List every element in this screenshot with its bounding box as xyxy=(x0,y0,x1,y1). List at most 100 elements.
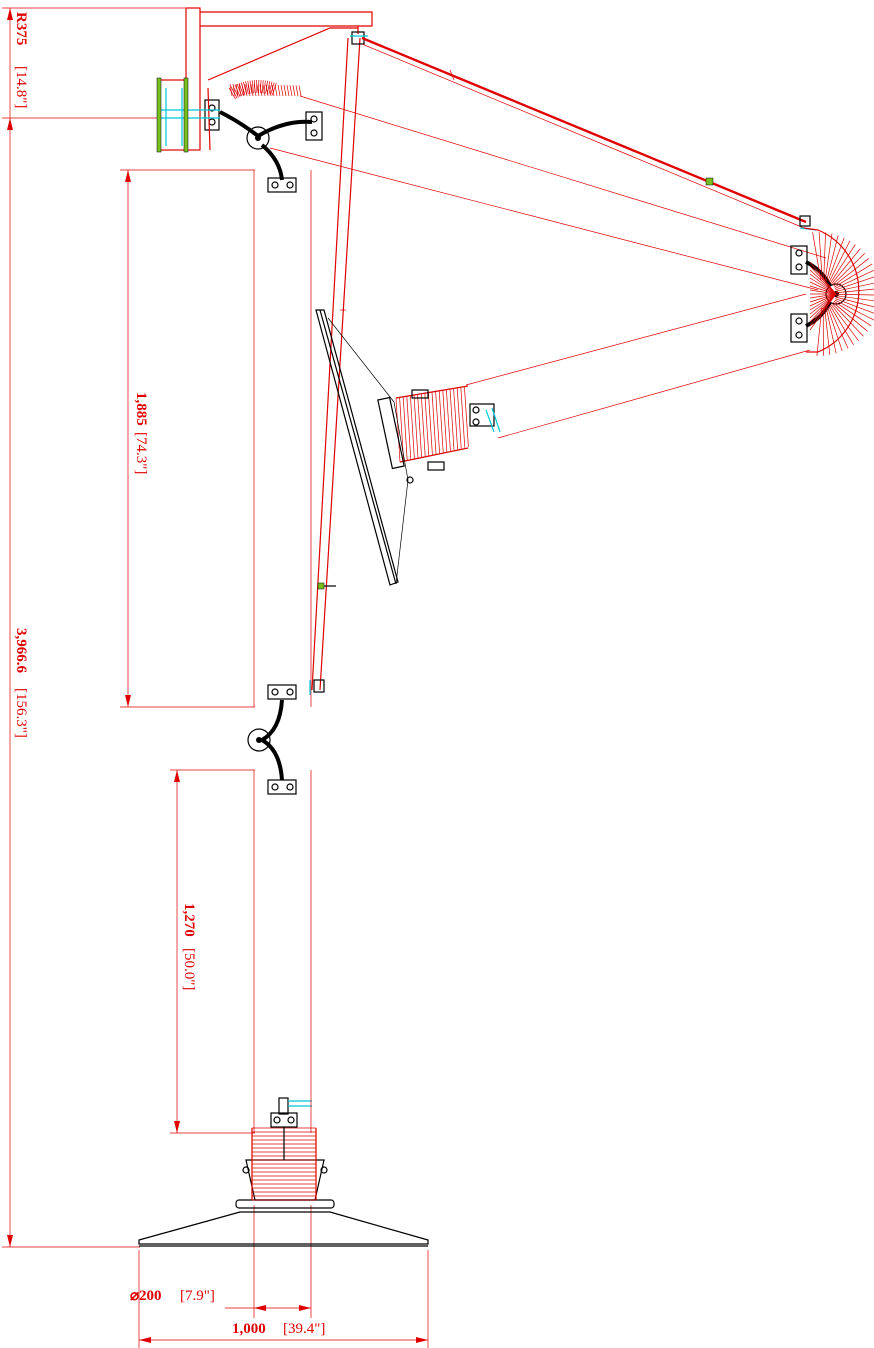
bellows-rib xyxy=(835,282,874,292)
bellows-rib xyxy=(262,84,266,97)
bellows-rib xyxy=(424,393,430,456)
bellows-rib xyxy=(809,293,837,323)
bellows-rib xyxy=(442,390,448,452)
bellows-rib xyxy=(417,394,422,458)
bellows-rib xyxy=(261,80,264,94)
bellows-rib xyxy=(816,307,823,357)
bellows-rib xyxy=(809,261,837,295)
bellows-rib xyxy=(809,293,837,299)
bellows-rib xyxy=(286,85,290,97)
bellows-rib xyxy=(835,298,874,314)
bellows-rib xyxy=(824,307,831,355)
far-elbow xyxy=(790,227,874,357)
hood-swivel xyxy=(411,389,501,471)
bellows-rib xyxy=(241,84,245,97)
bellows-rib xyxy=(289,85,293,97)
bellows-rib xyxy=(449,388,455,451)
bellows-rib xyxy=(809,281,837,295)
bellows-rib xyxy=(268,81,273,95)
bellows-rib xyxy=(265,84,269,97)
diameter-value: ⌀200 xyxy=(130,1288,162,1304)
bellows-rib xyxy=(438,390,444,453)
top-elbow-bellows xyxy=(228,80,302,100)
dimension-upper-arm xyxy=(120,169,255,708)
bellows-rib xyxy=(826,235,839,281)
bellows-rib xyxy=(828,240,851,283)
bellows-rib xyxy=(431,391,437,455)
bellows-rib xyxy=(835,293,874,296)
overall-height-inch: [156.3"] xyxy=(13,688,29,738)
bellows-rib xyxy=(835,295,874,302)
bellows-rib xyxy=(809,265,837,295)
bellows-rib xyxy=(280,84,284,97)
bellows-rib xyxy=(428,392,433,455)
bellows-rib xyxy=(277,84,281,97)
bellows-rib xyxy=(460,387,466,448)
bellows-rib xyxy=(456,387,462,449)
lower-arm-value: 1,270 xyxy=(181,903,197,937)
wall-bracket xyxy=(156,7,373,153)
bellows-rib xyxy=(256,84,260,97)
bellows-rib xyxy=(406,396,412,460)
bellows-rib xyxy=(238,84,242,97)
bellows-rib xyxy=(234,84,241,97)
bellows-rib xyxy=(251,80,254,94)
bellows-rib xyxy=(809,277,837,295)
floor-base xyxy=(138,1159,429,1247)
bellows-rib xyxy=(266,81,271,95)
bellows-rib xyxy=(295,85,299,97)
upper-arm-value: 1,885 xyxy=(133,392,149,426)
bellows-rib xyxy=(464,386,469,447)
bellows-rib xyxy=(453,388,458,450)
bellows-rib xyxy=(259,84,263,97)
dimension-overall-height xyxy=(2,117,160,1248)
bellows-rib xyxy=(809,293,837,331)
bellows-rib xyxy=(268,84,272,97)
bellows-rib xyxy=(229,83,233,97)
bellows-rib xyxy=(446,389,451,451)
radius-value: R375 xyxy=(13,12,29,45)
hood-arm xyxy=(465,293,811,439)
lower-vertical-arm xyxy=(253,770,312,1133)
bellows-rib xyxy=(828,306,849,349)
bellows-rib xyxy=(235,84,239,97)
bellows-rib xyxy=(435,391,440,454)
dimension-radius xyxy=(2,7,185,118)
bellows-rib xyxy=(247,84,251,97)
bellows-rib xyxy=(809,293,837,315)
bellows-rib xyxy=(271,82,277,96)
bellows-rib xyxy=(809,293,837,319)
bellows-rib xyxy=(827,306,843,352)
dimension-lower-arm xyxy=(170,769,255,1134)
upper-tension-strut xyxy=(361,36,817,231)
bellows-rib xyxy=(420,393,426,457)
boom-arm xyxy=(269,95,827,291)
bellows-rib xyxy=(232,84,236,97)
bellows-rib xyxy=(247,80,251,94)
top-joint xyxy=(204,99,323,193)
bellows-rib xyxy=(413,394,419,459)
bellows-rib xyxy=(809,293,837,303)
lower-arm-inch: [50.0"] xyxy=(181,948,197,990)
bellows-rib xyxy=(830,304,859,342)
bellows-rib xyxy=(829,305,854,345)
overall-height-value: 3,966.6 xyxy=(13,628,29,674)
extraction-hood xyxy=(315,309,414,586)
hood-arm-bellows xyxy=(395,385,469,463)
bellows-rib xyxy=(809,293,837,307)
bellows-rib xyxy=(833,258,870,287)
bellows-rib xyxy=(831,248,861,284)
bellows-rib xyxy=(238,83,244,96)
bellows-rib xyxy=(812,232,822,281)
bellows-rib xyxy=(830,244,856,284)
bellows-rib xyxy=(835,296,874,308)
bellows-rib xyxy=(298,85,302,97)
bellows-rib xyxy=(274,84,278,97)
bellows-rib xyxy=(245,81,249,95)
bellows-rib xyxy=(249,80,253,94)
bellows-rib xyxy=(230,86,238,99)
bellows-rib xyxy=(410,395,415,459)
bellows-rib xyxy=(824,233,833,281)
base-swivel-connector xyxy=(270,1097,312,1160)
